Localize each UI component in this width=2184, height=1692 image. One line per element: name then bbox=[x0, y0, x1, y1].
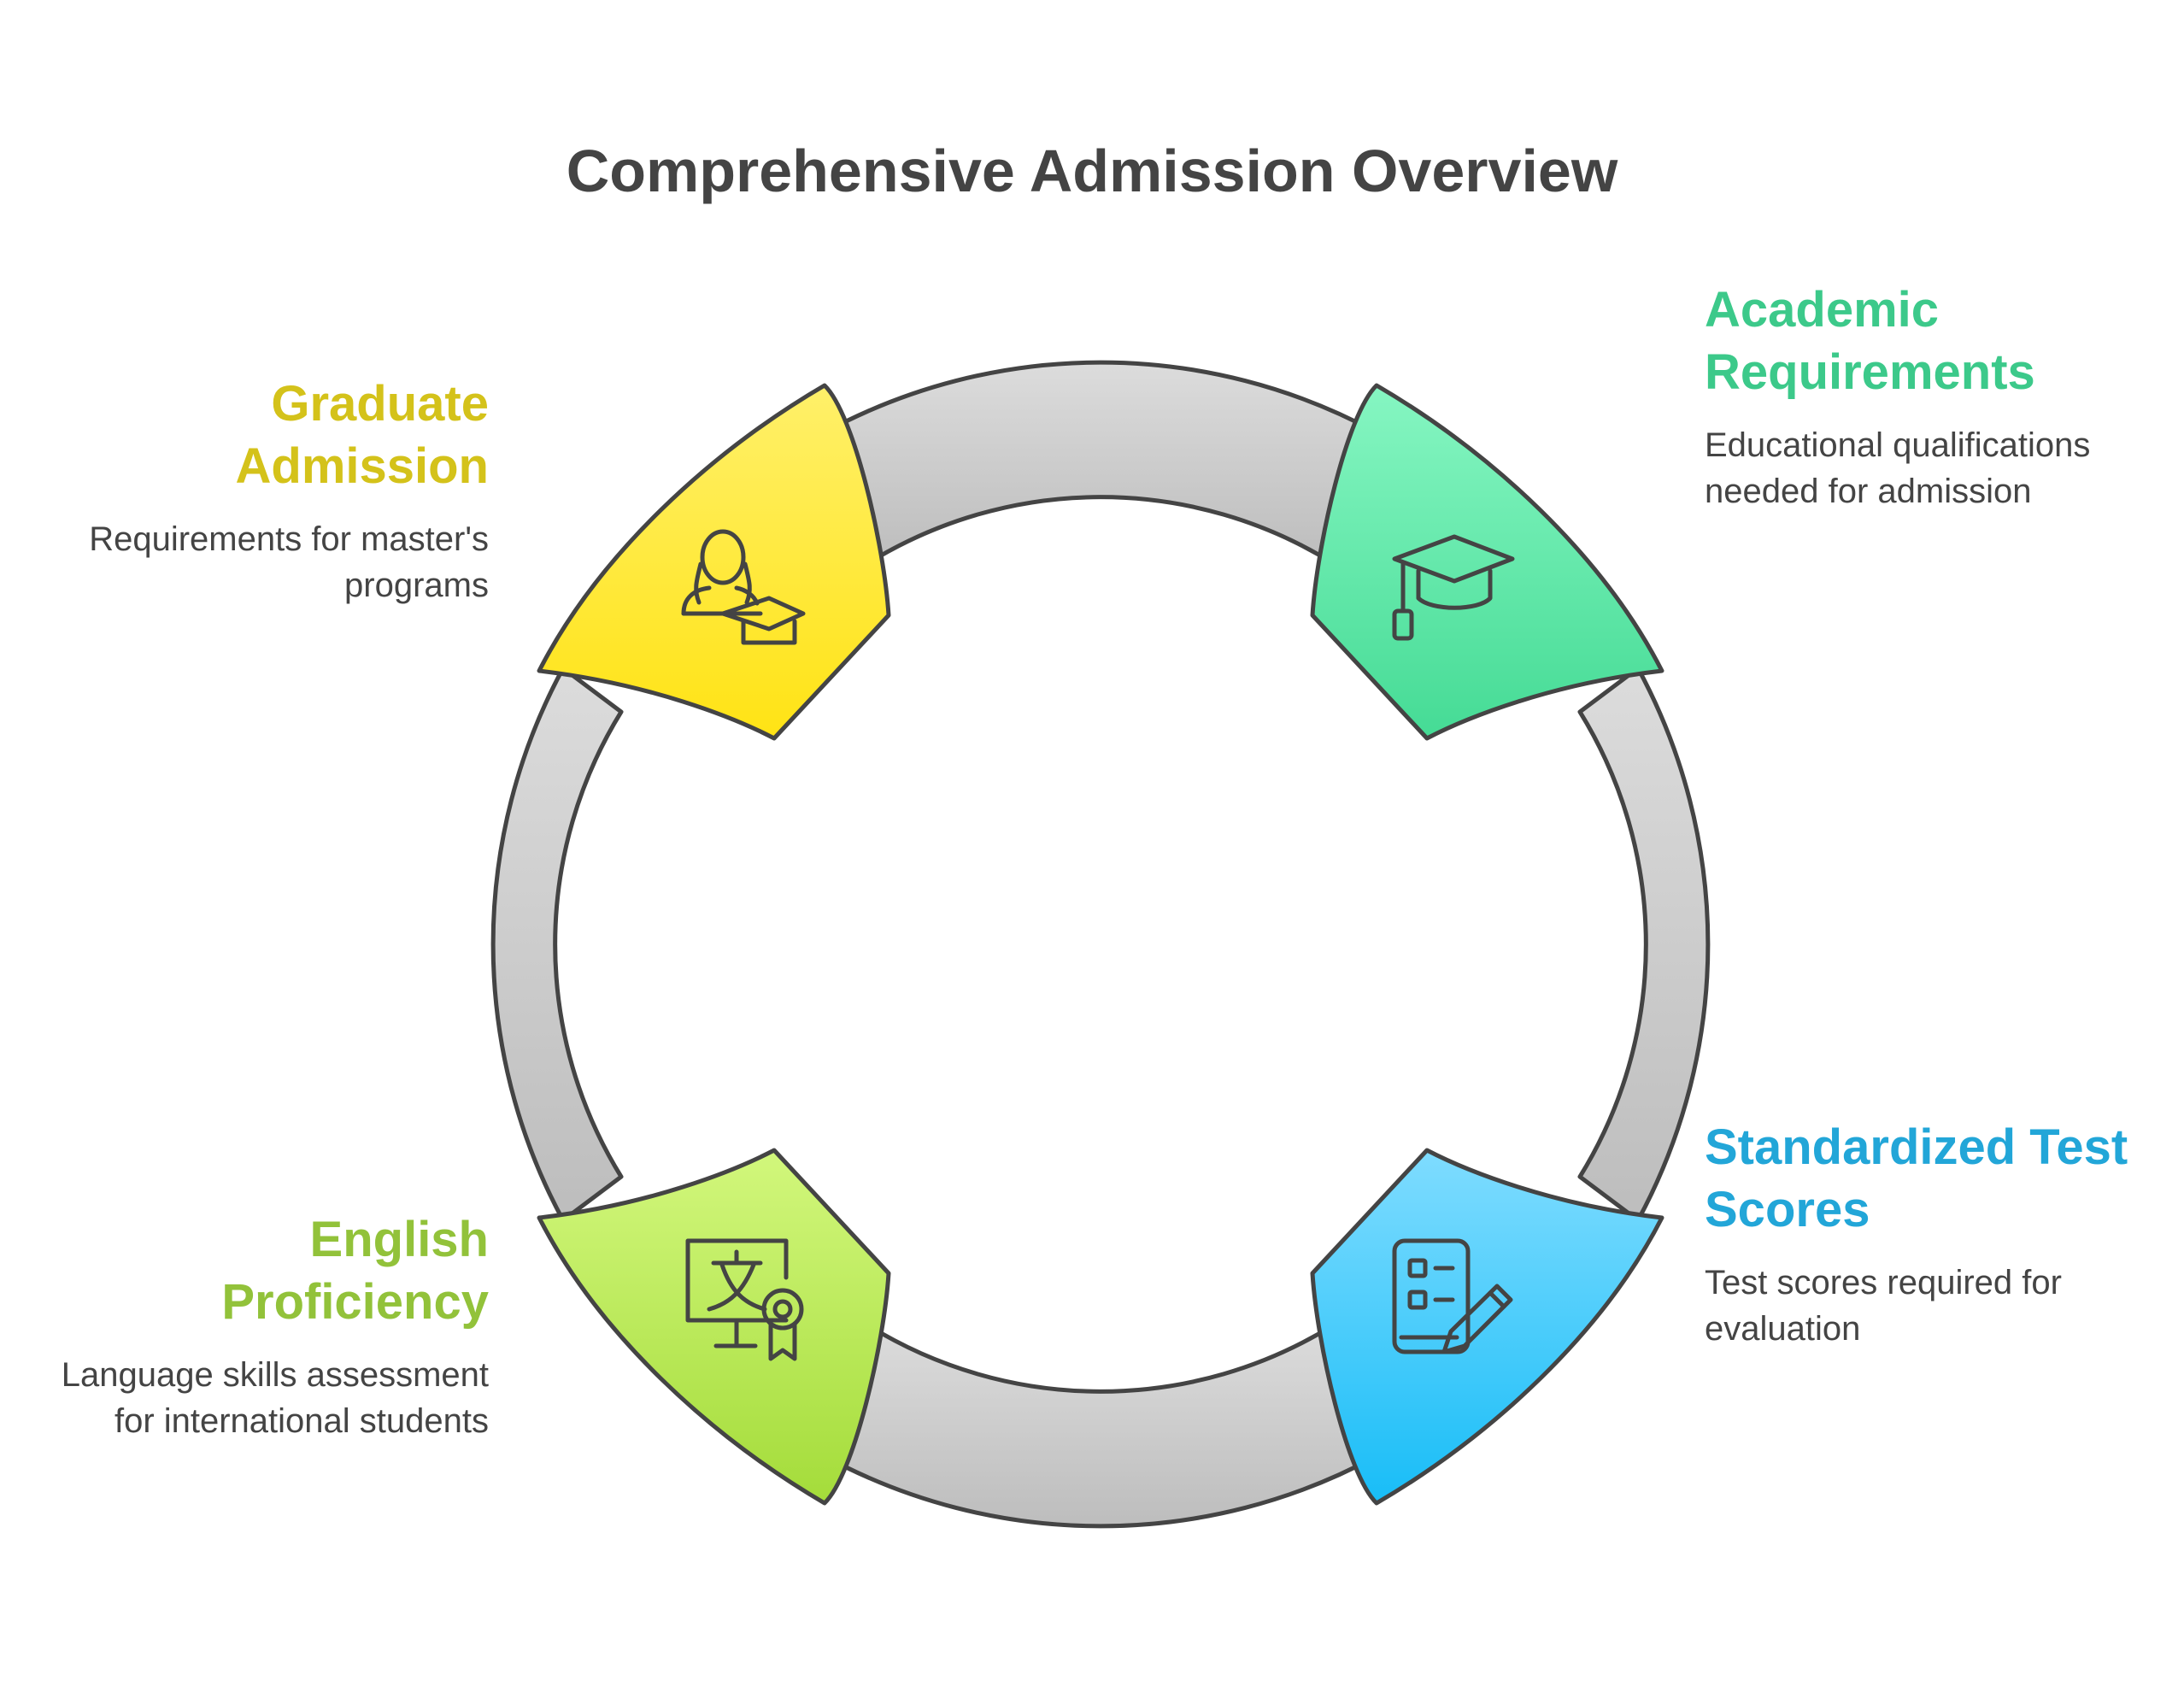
stage-heading: English Proficiency bbox=[221, 1212, 489, 1330]
stage-description: Educational qualifications needed for ad… bbox=[1705, 426, 2091, 510]
stage-description: Language skills assessment for internati… bbox=[61, 1356, 489, 1440]
stage-description: Requirements for master's programs bbox=[89, 520, 489, 604]
graduation-cap-icon bbox=[1392, 534, 1515, 641]
ring-arc-right bbox=[1577, 666, 1711, 1223]
stage-description: Test scores required for evaluation bbox=[1705, 1264, 2062, 1348]
segment-english-proficiency bbox=[537, 1148, 891, 1506]
ring-arc-bottom bbox=[822, 1323, 1379, 1529]
stage-heading: Graduate Admission bbox=[235, 376, 490, 494]
stage-english-proficiency: English Proficiency Language skills asse… bbox=[44, 1208, 489, 1444]
stage-standardized-test-scores: Standardized Test Scores Test scores req… bbox=[1705, 1116, 2149, 1352]
segment-graduate-admission bbox=[537, 383, 891, 741]
stage-heading: Academic Requirements bbox=[1705, 282, 2035, 400]
student-graduate-icon bbox=[681, 529, 806, 645]
test-pencil-icon bbox=[1392, 1238, 1513, 1354]
ring-arc-left bbox=[490, 666, 624, 1223]
segment-academic-requirements bbox=[1310, 383, 1664, 741]
segment-standardized-test-scores bbox=[1310, 1148, 1664, 1506]
stage-academic-requirements: Academic Requirements Educational qualif… bbox=[1705, 279, 2149, 514]
page-title: Comprehensive Admission Overview bbox=[566, 138, 1618, 204]
language-certificate-icon bbox=[685, 1238, 804, 1361]
stage-heading: Standardized Test Scores bbox=[1705, 1119, 2128, 1237]
stage-graduate-admission: Graduate Admission Requirements for mast… bbox=[44, 373, 489, 608]
ring-arc-top bbox=[822, 360, 1379, 566]
